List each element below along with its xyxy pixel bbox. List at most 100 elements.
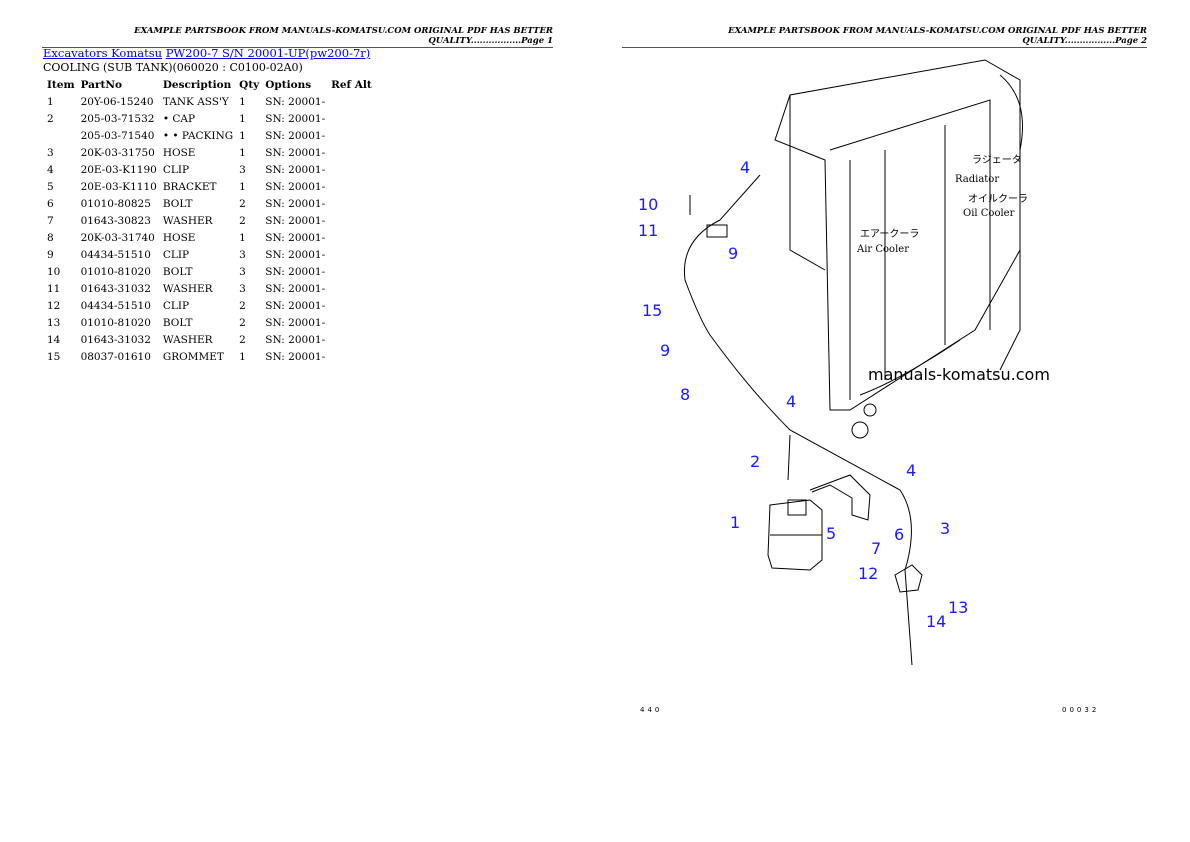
callout-number: 5: [826, 524, 836, 543]
table-cell: [328, 195, 375, 212]
table-cell: SN: 20001-: [265, 112, 326, 125]
callout-number: 14: [926, 612, 946, 631]
footer-left: 440: [640, 706, 663, 714]
table-cell: [328, 144, 375, 161]
table-cell: 1: [239, 146, 246, 159]
table-cell: CLIP: [162, 248, 190, 261]
label-aircooler: Air Cooler: [856, 244, 909, 255]
table-cell: WASHER: [162, 214, 213, 227]
table-cell: 20Y-06-15240: [80, 95, 154, 108]
table-cell: 3: [239, 163, 246, 176]
table-cell: • • PACKING: [162, 129, 234, 142]
table-cell: TANK ASS'Y: [162, 95, 229, 108]
page-header: EXAMPLE PARTSBOOK FROM MANUALS-KOMATSU.C…: [622, 26, 1147, 48]
table-cell: HOSE: [162, 231, 196, 244]
column-header: PartNo: [80, 79, 122, 91]
table-cell: [328, 127, 375, 144]
table-cell: SN: 20001-: [265, 333, 326, 346]
parts-diagram: ラジェータ Radiator エアークーラ Air Cooler オイルクーラ …: [638, 59, 1050, 666]
table-cell: 20K-03-31740: [80, 231, 155, 244]
table-cell: 20E-03-K1190: [80, 163, 157, 176]
table-cell: 01643-30823: [80, 214, 151, 227]
callout-number: 4: [786, 392, 796, 411]
table-cell: CLIP: [162, 163, 190, 176]
table-cell: 5: [47, 180, 54, 193]
table-cell: SN: 20001-: [265, 163, 326, 176]
table-cell: 1: [239, 95, 246, 108]
table-cell: SN: 20001-: [265, 95, 326, 108]
table-cell: SN: 20001-: [265, 282, 326, 295]
table-cell: 11: [47, 282, 61, 295]
table-cell: 205-03-71540: [80, 129, 155, 142]
label-oilcooler-jp: オイルクーラ: [968, 193, 1028, 205]
table-cell: 7: [47, 214, 54, 227]
table-cell: [328, 212, 375, 229]
table-cell: 14: [47, 333, 61, 346]
table-cell: 15: [47, 350, 61, 363]
watermark: manuals-komatsu.com: [868, 365, 1050, 384]
table-cell: 2: [239, 214, 246, 227]
table-cell: HOSE: [162, 146, 196, 159]
callout-number: 9: [660, 341, 670, 360]
hose-assembly: [683, 174, 913, 666]
table-cell: 04434-51510: [80, 248, 151, 261]
table-cell: [328, 110, 375, 127]
breadcrumb-link-category[interactable]: Excavators Komatsu: [43, 46, 163, 60]
table-cell: 04434-51510: [80, 299, 151, 312]
table-cell: 8: [47, 231, 54, 244]
callout-number: 7: [871, 539, 881, 558]
bracket: [809, 474, 871, 521]
column-header: Description: [162, 79, 232, 91]
table-cell: 2: [239, 299, 246, 312]
callout-number: 13: [948, 598, 968, 617]
table-cell: 2: [239, 197, 246, 210]
table-cell: 01010-81020: [80, 265, 151, 278]
table-cell: SN: 20001-: [265, 265, 326, 278]
table-cell: 08037-01610: [80, 350, 151, 363]
table-cell: 01643-31032: [80, 333, 151, 346]
table-cell: [328, 229, 375, 246]
table-cell: [328, 161, 375, 178]
table-cell: 10: [47, 265, 61, 278]
callout-number: 3: [940, 519, 950, 538]
table-cell: [328, 348, 375, 365]
breadcrumb-link-model[interactable]: PW200-7 S/N 20001-UP(pw200-7r): [165, 46, 371, 60]
table-cell: BRACKET: [162, 180, 217, 193]
label-radiator: Radiator: [955, 174, 999, 185]
table-cell: SN: 20001-: [265, 129, 326, 142]
table-cell: [328, 297, 375, 314]
radiator-assembly: [774, 59, 1023, 439]
table-cell: 3: [47, 146, 54, 159]
sub-tank: [767, 499, 823, 571]
table-cell: 3: [239, 248, 246, 261]
callout-number: 8: [680, 385, 690, 404]
table-cell: SN: 20001-: [265, 316, 326, 329]
table-row: 1 20Y-06-15240 TANK ASS'Y 1 SN: 20001-: [44, 93, 375, 110]
table-cell: 1: [239, 180, 246, 193]
table-cell: 1: [47, 95, 54, 108]
table-cell: CLIP: [162, 299, 190, 312]
callout-number: 2: [750, 452, 760, 471]
table-cell: SN: 20001-: [265, 350, 326, 363]
callout-number: 9: [728, 244, 738, 263]
table-cell: 12: [47, 299, 61, 312]
table-cell: SN: 20001-: [265, 146, 326, 159]
table-cell: [328, 246, 375, 263]
table-cell: BOLT: [162, 316, 193, 329]
table-cell: [328, 280, 375, 297]
table-cell: • CAP: [162, 112, 196, 125]
callout-number: 11: [638, 221, 658, 240]
column-header: Item: [47, 79, 75, 91]
breadcrumb: Excavators Komatsu PW200-7 S/N 20001-UP(…: [43, 46, 370, 60]
callout-number: 15: [642, 301, 662, 320]
